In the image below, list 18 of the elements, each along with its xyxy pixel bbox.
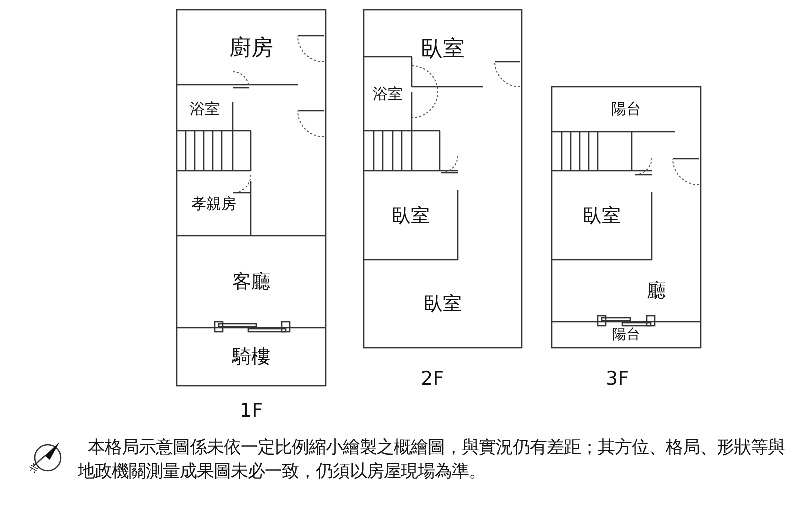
room-label: 臥室	[424, 292, 462, 317]
room-label: 廚房	[230, 34, 274, 62]
room-label: 騎樓	[232, 345, 270, 370]
disclaimer-note: 本格局示意圖係未依一定比例縮小繪製之概繪圖，與實況仍有差距；其方位、格局、形狀等與地政機關測量成果圖未必一致，仍須以房屋現場為準。	[78, 437, 786, 484]
room-label: 浴室	[373, 84, 403, 104]
room-label: 臥室	[583, 204, 621, 228]
room-label: 浴室	[190, 100, 220, 119]
compass-letter: 北	[27, 461, 42, 476]
room-label: 臥室	[421, 36, 465, 64]
floor-label: 1F	[240, 400, 264, 422]
room-label: 孝親房	[192, 195, 236, 214]
floor-label: 3F	[606, 368, 630, 390]
room-label: 客廳	[232, 270, 270, 295]
room-label: 廳	[647, 279, 666, 304]
floor-label: 2F	[421, 368, 444, 390]
room-label: 陽台	[612, 100, 642, 119]
room-label: 陽台	[612, 326, 640, 344]
room-label: 臥室	[392, 204, 430, 228]
